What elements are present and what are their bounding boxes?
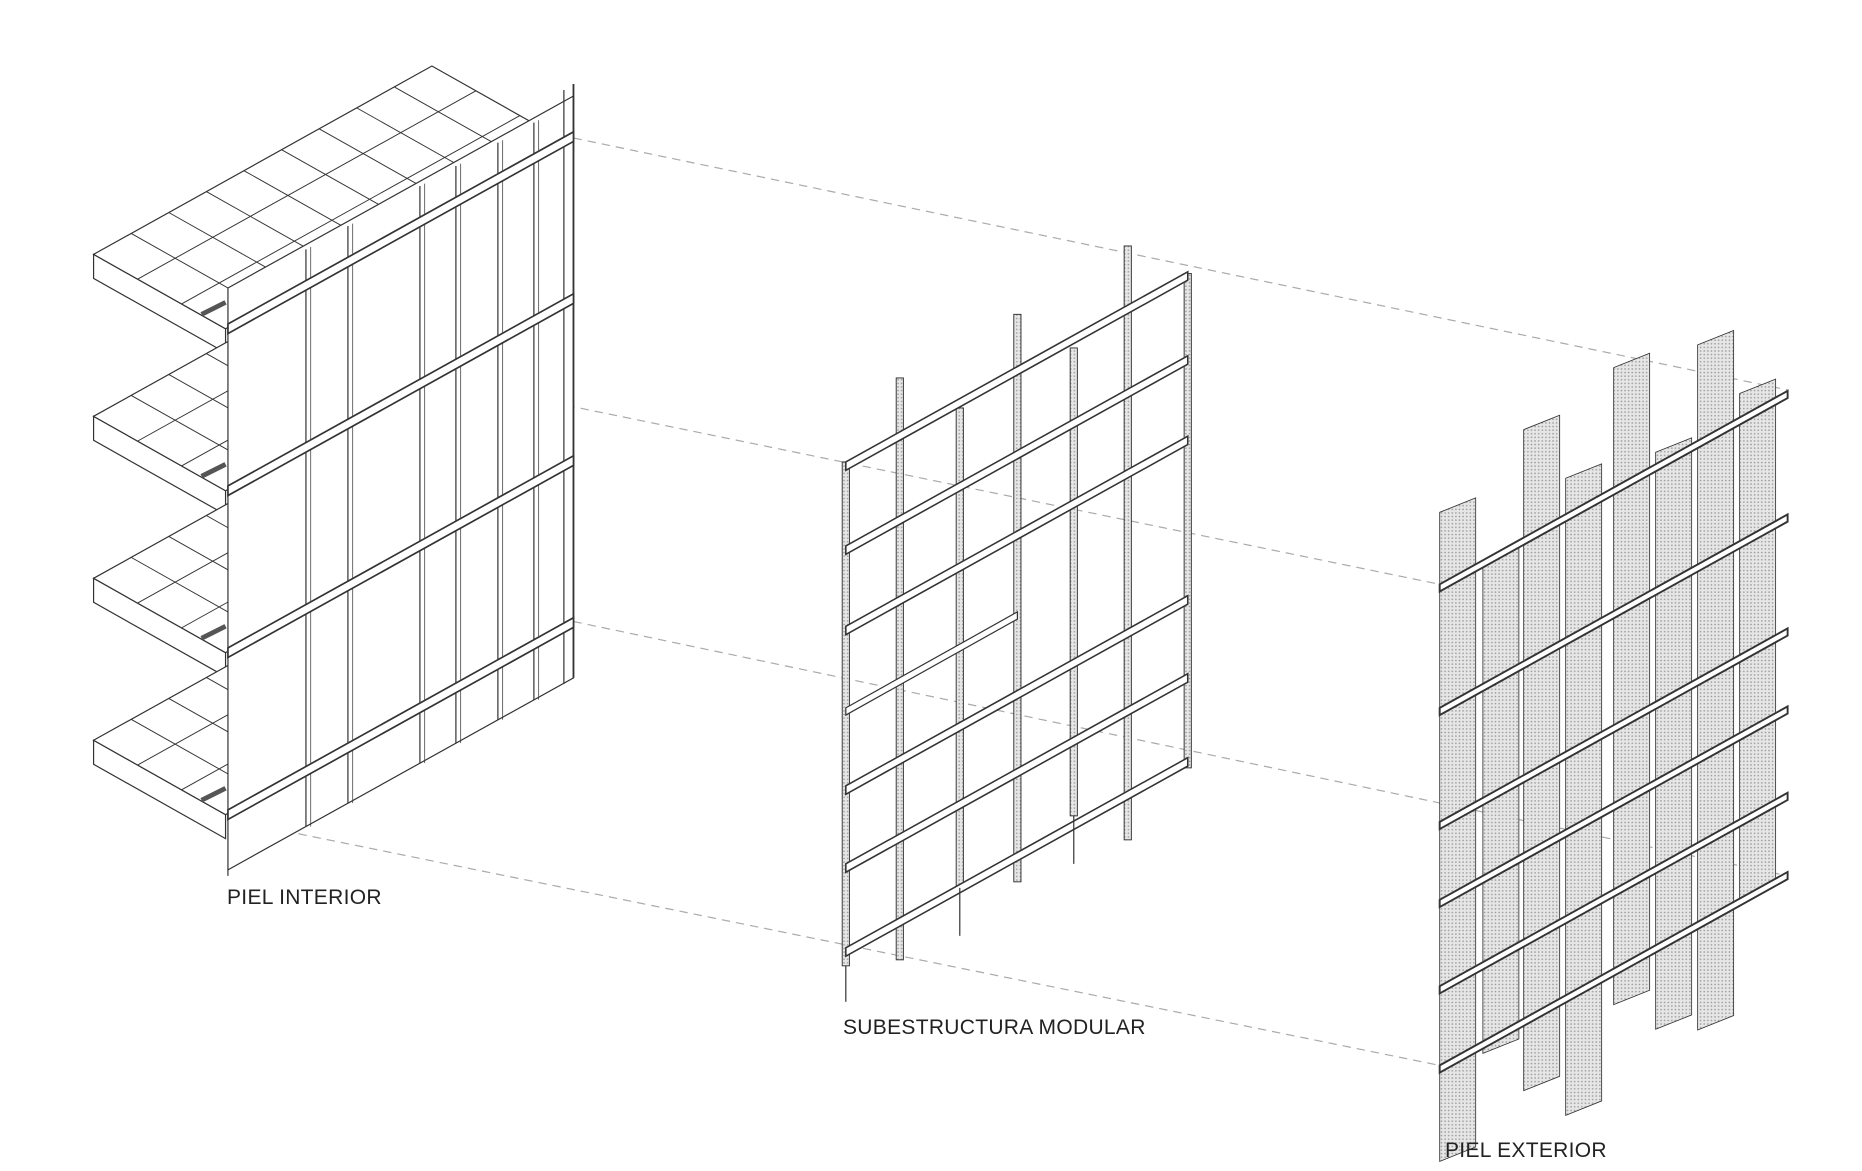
slab-grid-line [181, 115, 521, 305]
slab-grid-line [137, 90, 477, 280]
label-outer-skin: PIEL EXTERIOR [1445, 1139, 1607, 1162]
dashed-guide-line [227, 818, 1440, 1066]
modular-substructure-drawing [841, 245, 1192, 1002]
substructure-post [1013, 313, 1022, 883]
substructure-beam [845, 672, 1189, 874]
outer-beam [1438, 704, 1789, 909]
floor-band [227, 454, 575, 659]
outer-beam [1438, 626, 1789, 831]
substructure-post [1123, 245, 1132, 841]
perforated-panel [1439, 497, 1477, 1162]
inner-skin-drawing [92, 65, 575, 876]
floor-band [227, 130, 575, 335]
label-inner-skin: PIEL INTERIOR [227, 886, 382, 909]
perforated-panel [1613, 352, 1651, 1006]
substructure-beam [845, 354, 1189, 556]
floor-band [227, 616, 575, 821]
substructure-beam [845, 270, 1189, 472]
slab-drain [200, 300, 227, 317]
substructure-beam [845, 434, 1189, 637]
perforated-panel [1523, 414, 1561, 1092]
slab-drain [200, 786, 227, 803]
outer-beam [1438, 870, 1789, 1075]
substructure-beam [845, 610, 1018, 717]
outer-beam [1438, 389, 1789, 594]
dashed-guide-line [573, 137, 1788, 391]
substructure-post [895, 377, 904, 961]
perforated-panel [1697, 329, 1735, 1031]
outer-beam [1438, 512, 1789, 717]
label-substructure: SUBESTRUCTURA MODULAR [843, 1016, 1146, 1039]
substructure-post [1183, 273, 1192, 769]
floor-band [227, 292, 575, 497]
outer-skin-drawing [1438, 329, 1789, 1162]
slab-drain [200, 624, 227, 641]
perforated-panel [1565, 463, 1603, 1116]
slab-drain [200, 462, 227, 479]
substructure-beam [845, 594, 1189, 796]
outer-beam [1438, 791, 1789, 996]
dashed-guide-line [573, 620, 1788, 877]
